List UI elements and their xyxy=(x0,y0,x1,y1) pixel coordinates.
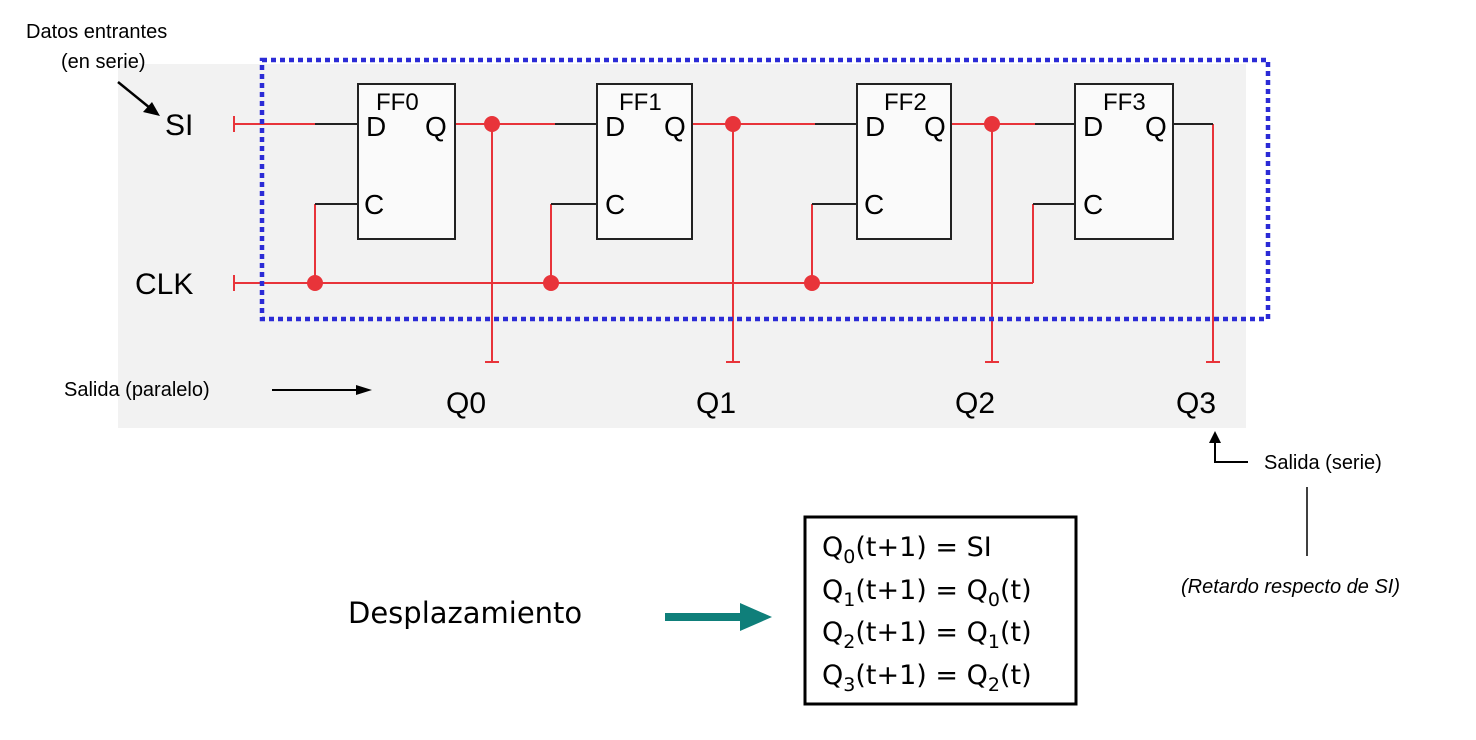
eq3-lhs-sub: 2 xyxy=(843,631,855,653)
ff0-name: FF0 xyxy=(376,89,419,116)
eq3-lhs-rest: (t+1) = xyxy=(855,617,966,648)
eq3-rhs-sub: 1 xyxy=(988,631,1000,653)
eq4-rhs-rest: (t) xyxy=(1000,660,1032,691)
equation-3: Q2(t+1) = Q1(t) xyxy=(822,617,1032,653)
delay-note: (Retardo respecto de SI) xyxy=(1181,576,1400,598)
ff1-q-pin: Q xyxy=(664,111,686,142)
parallel-output-note: Salida (paralelo) xyxy=(64,379,210,401)
eq2-lhs-rest: (t+1) = xyxy=(855,575,966,606)
ff0-d-pin: D xyxy=(366,111,386,142)
equations-box xyxy=(803,515,1078,706)
serial-in-note-line2: (en serie) xyxy=(61,51,145,73)
serial-output-arrow xyxy=(1214,442,1248,463)
output-q2: Q2 xyxy=(955,387,995,420)
ff1-box xyxy=(596,83,693,240)
ff2-q-pin: Q xyxy=(924,111,946,142)
ff3-name: FF3 xyxy=(1103,89,1146,116)
register-boundary xyxy=(259,57,1271,322)
eq2-lhs-sub: 1 xyxy=(843,589,855,611)
eq4-lhs: Q xyxy=(822,660,843,691)
ff2-c-pin: C xyxy=(864,189,884,220)
eq1-lhs: Q xyxy=(822,532,843,563)
ff3-c-pin: C xyxy=(1083,189,1103,220)
eq2-lhs: Q xyxy=(822,575,843,606)
ff1-c-pin: C xyxy=(605,189,625,220)
pin-stubs xyxy=(315,123,1213,205)
clk-label: CLK xyxy=(135,268,193,301)
shift-label: Desplazamiento xyxy=(348,596,582,630)
output-q0: Q0 xyxy=(446,387,486,420)
ff0-q-pin: Q xyxy=(425,111,447,142)
eq4-lhs-rest: (t+1) = xyxy=(855,660,966,691)
eq1-lhs-rest: (t+1) = xyxy=(855,532,966,563)
ff0-box xyxy=(357,83,456,240)
ff1-d-pin: D xyxy=(605,111,625,142)
equation-2: Q1(t+1) = Q0(t) xyxy=(822,575,1032,611)
eq2-rhs-sub: 0 xyxy=(988,589,1000,611)
output-q1: Q1 xyxy=(696,387,736,420)
si-label: SI xyxy=(165,109,193,142)
serial-in-note-line1: Datos entrantes xyxy=(26,21,167,43)
eq3-lhs: Q xyxy=(822,617,843,648)
shift-arrow xyxy=(665,603,772,631)
serial-output-arrowhead xyxy=(1209,431,1221,443)
eq4-rhs: Q xyxy=(967,660,988,691)
junction-dots xyxy=(307,116,1000,291)
ff2-d-pin: D xyxy=(865,111,885,142)
ff1-name: FF1 xyxy=(619,89,662,116)
ff2-name: FF2 xyxy=(884,89,927,116)
ff3-d-pin: D xyxy=(1083,111,1103,142)
ff0-c-pin: C xyxy=(364,189,384,220)
output-q3: Q3 xyxy=(1176,387,1216,420)
ff2-box xyxy=(856,83,952,240)
eq1-rhs: SI xyxy=(967,532,992,563)
serial-in-arrow xyxy=(117,81,160,116)
eq2-rhs: Q xyxy=(967,575,988,606)
eq2-rhs-rest: (t) xyxy=(1000,575,1032,606)
eq1-lhs-sub: 0 xyxy=(843,546,855,568)
equation-1: Q0(t+1) = SI xyxy=(822,532,992,568)
eq3-rhs: Q xyxy=(967,617,988,648)
eq4-lhs-sub: 3 xyxy=(843,674,855,696)
ff3-q-pin: Q xyxy=(1145,111,1167,142)
ff3-box xyxy=(1074,83,1174,240)
eq3-rhs-rest: (t) xyxy=(1000,617,1032,648)
parallel-output-arrow xyxy=(272,385,372,395)
eq4-rhs-sub: 2 xyxy=(988,674,1000,696)
serial-output-note: Salida (serie) xyxy=(1264,452,1382,474)
equation-4: Q3(t+1) = Q2(t) xyxy=(822,660,1032,696)
